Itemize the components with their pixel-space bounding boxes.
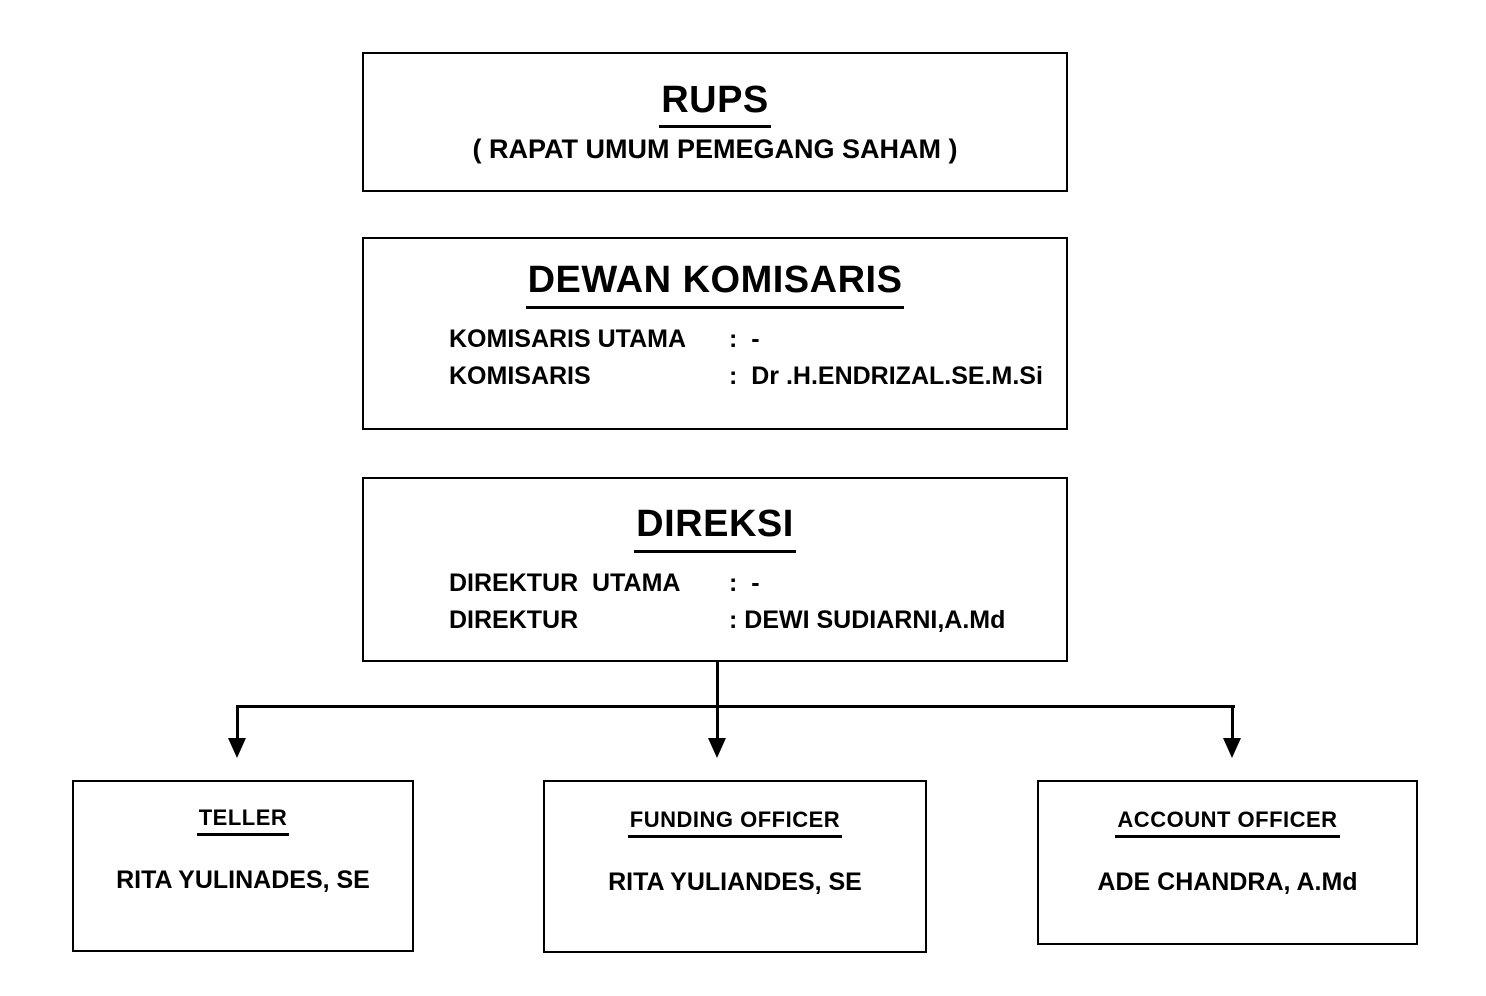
table-row: KOMISARIS : Dr .H.ENDRIZAL.SE.M.Si <box>449 358 1066 395</box>
direksi-box: DIREKSI DIREKTUR UTAMA : - DIREKTUR : DE… <box>362 477 1068 662</box>
table-row: DIREKTUR UTAMA : - <box>449 565 1066 602</box>
teller-name: RITA YULINADES, SE <box>116 866 370 895</box>
row-value: : DEWI SUDIARNI,A.Md <box>729 605 1006 634</box>
arrow-down-icon <box>708 738 726 758</box>
rups-title: RUPS <box>659 79 771 129</box>
dewan-komisaris-title-text: DEWAN KOMISARIS <box>525 259 905 309</box>
funding-officer-title-text: FUNDING OFFICER <box>627 807 843 839</box>
connector-drop-center <box>716 706 719 739</box>
account-officer-title-text: ACCOUNT OFFICER <box>1115 807 1340 839</box>
row-label: KOMISARIS UTAMA <box>449 324 687 353</box>
account-officer-name: ADE CHANDRA, A.Md <box>1097 868 1358 897</box>
dewan-komisaris-box: DEWAN KOMISARIS KOMISARIS UTAMA : - KOMI… <box>362 237 1068 430</box>
table-row: DIREKTUR : DEWI SUDIARNI,A.Md <box>449 602 1066 639</box>
direksi-title: DIREKSI <box>364 503 1066 553</box>
row-label: DIREKTUR UTAMA <box>449 568 681 597</box>
teller-title: TELLER <box>74 805 412 837</box>
arrow-down-icon <box>1223 738 1241 758</box>
account-officer-title: ACCOUNT OFFICER <box>1039 807 1416 839</box>
direksi-rows: DIREKTUR UTAMA : - DIREKTUR : DEWI SUDIA… <box>364 565 1066 639</box>
row-value: : - <box>729 324 760 353</box>
account-officer-box: ACCOUNT OFFICER ADE CHANDRA, A.Md <box>1037 780 1418 945</box>
rups-title-text: RUPS <box>659 79 771 129</box>
dewan-komisaris-rows: KOMISARIS UTAMA : - KOMISARIS : Dr .H.EN… <box>364 321 1066 395</box>
connector-drop-right <box>1231 706 1234 739</box>
row-value: : - <box>729 568 760 597</box>
dewan-komisaris-title: DEWAN KOMISARIS <box>364 259 1066 309</box>
connector-stem-line <box>716 660 719 707</box>
row-label: KOMISARIS <box>449 361 591 390</box>
rups-subtitle: ( RAPAT UMUM PEMEGANG SAHAM ) <box>472 134 958 165</box>
funding-officer-name: RITA YULIANDES, SE <box>608 868 862 897</box>
teller-title-text: TELLER <box>196 805 290 837</box>
funding-officer-box: FUNDING OFFICER RITA YULIANDES, SE <box>543 780 927 953</box>
funding-officer-title: FUNDING OFFICER <box>545 807 925 839</box>
connector-horizontal-line <box>236 705 1235 708</box>
connector-drop-left <box>236 706 239 739</box>
teller-box: TELLER RITA YULINADES, SE <box>72 780 414 952</box>
row-value: : Dr .H.ENDRIZAL.SE.M.Si <box>729 361 1043 390</box>
arrow-down-icon <box>228 738 246 758</box>
row-label: DIREKTUR <box>449 605 579 634</box>
table-row: KOMISARIS UTAMA : - <box>449 321 1066 358</box>
rups-box: RUPS ( RAPAT UMUM PEMEGANG SAHAM ) <box>362 52 1068 192</box>
direksi-title-text: DIREKSI <box>634 503 796 553</box>
